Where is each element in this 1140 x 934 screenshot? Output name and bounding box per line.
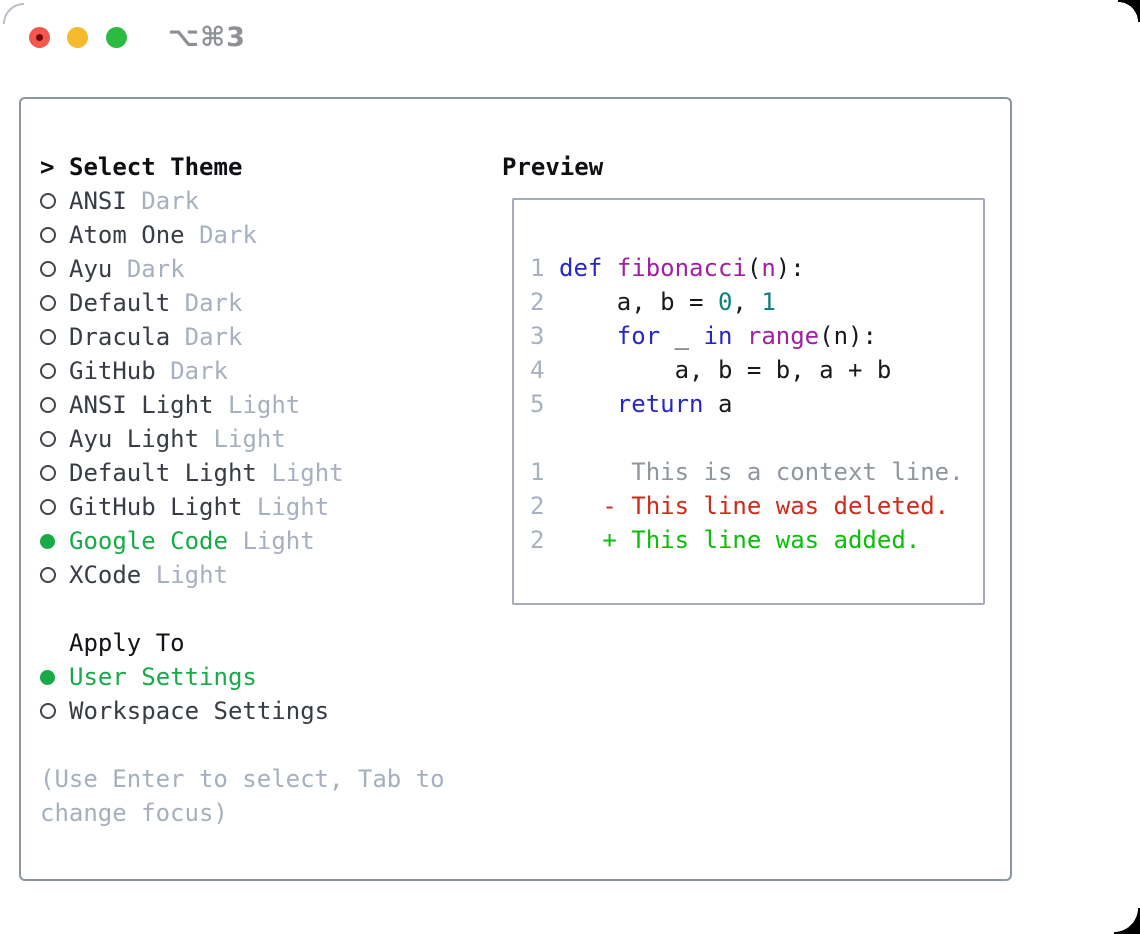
- theme-type-label: Dark: [126, 255, 185, 283]
- line-number: 3: [530, 322, 545, 350]
- keyboard-hint-line-1: (Use Enter to select, Tab to: [40, 765, 445, 793]
- line-number: 5: [530, 390, 545, 418]
- window-corner-decoration: [1114, 908, 1140, 934]
- radio-unselected-icon: [40, 431, 69, 447]
- blank-line: [530, 421, 983, 455]
- apply-to-title: Apply To: [69, 629, 185, 657]
- theme-type-label: Light: [242, 527, 315, 555]
- code-line: 3 for _ in range(n):: [530, 322, 877, 350]
- radio-unselected-icon: [40, 193, 69, 209]
- theme-type-label: Light: [228, 391, 301, 419]
- theme-type-label: Dark: [184, 323, 243, 351]
- title-bar: ⌥⌘3: [0, 0, 1140, 75]
- theme-type-label: Dark: [141, 187, 200, 215]
- radio-unselected-icon: [40, 465, 69, 481]
- code-line: 2 a, b = 0, 1: [530, 288, 776, 316]
- focus-prompt-icon: >: [40, 153, 55, 181]
- spacer: [40, 728, 445, 762]
- radio-unselected-icon: [40, 227, 69, 243]
- radio-unselected-icon: [40, 703, 69, 719]
- diff-context-line: 1 This is a context line.: [530, 458, 964, 486]
- radio-unselected-icon: [40, 329, 69, 345]
- radio-unselected-icon: [40, 261, 69, 277]
- theme-type-label: Light: [271, 459, 344, 487]
- spacer: [40, 592, 445, 626]
- window-title: ⌥⌘3: [168, 22, 246, 53]
- theme-type-label: Dark: [184, 289, 243, 317]
- line-number: 2: [530, 492, 545, 520]
- theme-type-label: Light: [256, 493, 330, 521]
- apply-option-workspace-settings[interactable]: Workspace Settings: [40, 694, 445, 728]
- apply-to-header: Apply To: [40, 626, 445, 660]
- apply-option-user-settings[interactable]: User Settings: [40, 660, 445, 694]
- diff-deleted-line: 2 - This line was deleted.: [530, 492, 950, 520]
- line-number: 1: [530, 254, 545, 282]
- unsaved-dot-icon: [36, 34, 43, 41]
- radio-selected-icon: [40, 533, 69, 549]
- radio-unselected-icon: [40, 567, 69, 583]
- preview-heading: Preview: [502, 153, 604, 181]
- theme-type-label: Dark: [199, 221, 257, 249]
- keyboard-hint-line-2: change focus): [40, 799, 228, 827]
- select-theme-header: > Select Theme: [40, 150, 445, 184]
- radio-unselected-icon: [40, 397, 69, 413]
- theme-type-label: Light: [155, 561, 228, 589]
- close-button[interactable]: [29, 27, 50, 48]
- line-number: 1: [530, 458, 545, 486]
- code-line: 4 a, b = b, a + b: [530, 356, 892, 384]
- diff-added-line: 2 + This line was added.: [530, 526, 921, 554]
- radio-unselected-icon: [40, 363, 69, 379]
- dialog-title: Select Theme: [69, 153, 243, 181]
- theme-type-label: Light: [213, 425, 286, 453]
- line-number: 4: [530, 356, 545, 384]
- theme-type-label: Dark: [170, 357, 228, 385]
- minimize-button[interactable]: [67, 27, 88, 48]
- code-line: 5 return a: [530, 390, 733, 418]
- radio-unselected-icon: [40, 295, 69, 311]
- zoom-button[interactable]: [106, 27, 127, 48]
- radio-selected-icon: [40, 669, 69, 685]
- line-number: 2: [530, 288, 545, 316]
- line-number: 2: [530, 526, 545, 554]
- radio-unselected-icon: [40, 499, 69, 515]
